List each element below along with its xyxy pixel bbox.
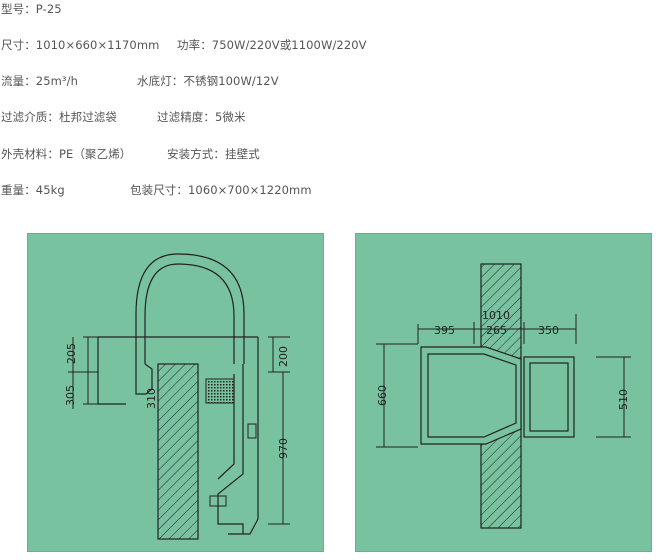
side-view-svg: 205 305 310 200 970 [64,253,290,540]
body-upper [97,337,126,405]
dim-660: 660 [376,385,389,406]
spec-medium: 过滤介质：杜邦过滤袋 [1,110,117,124]
wall-section [157,363,199,540]
spec-power: 功率：750W/220V或1100W/220V [177,38,367,52]
dim-200: 200 [277,346,290,367]
top-view-svg: 1010 395 265 350 660 510 [376,263,631,529]
spec-shell: 外壳材料：PE（聚乙烯） [1,147,132,161]
spec-weight: 重量：45kg [1,183,65,197]
pump-box-inner [529,362,569,432]
handle-inner [144,263,235,364]
filter-body-outer [420,346,522,445]
filter-body-inner [427,353,517,438]
spec-package: 包装尺寸：1060×700×1220mm [130,183,312,197]
spec-model: 型号：P-25 [1,2,62,16]
spec-flow: 流量：25m³/h [1,74,79,88]
dim-305: 305 [64,385,77,406]
inner-body [217,364,244,534]
top-view-drawing: 1010 395 265 350 660 510 [355,233,652,552]
handle-outer [135,253,245,364]
side-view-drawing: 205 305 310 200 970 [27,233,324,552]
dim-395: 395 [434,324,455,337]
dim-1010: 1010 [482,309,510,322]
dim-510: 510 [617,389,630,410]
spec-size: 尺寸：1010×660×1170mm [1,38,160,52]
spec-precision: 过滤精度：5微米 [157,110,246,124]
vent-grille [205,378,235,404]
dim-265: 265 [486,324,507,337]
dim-350: 350 [538,324,559,337]
arm [135,363,153,395]
spec-install: 安装方式：挂壁式 [167,147,260,161]
dim-970: 970 [277,438,290,459]
spec-lamp: 水底灯：不锈钢100W/12V [137,74,279,88]
dim-205: 205 [65,343,78,364]
pump-box-outer [523,356,575,438]
dim-310: 310 [145,388,158,409]
